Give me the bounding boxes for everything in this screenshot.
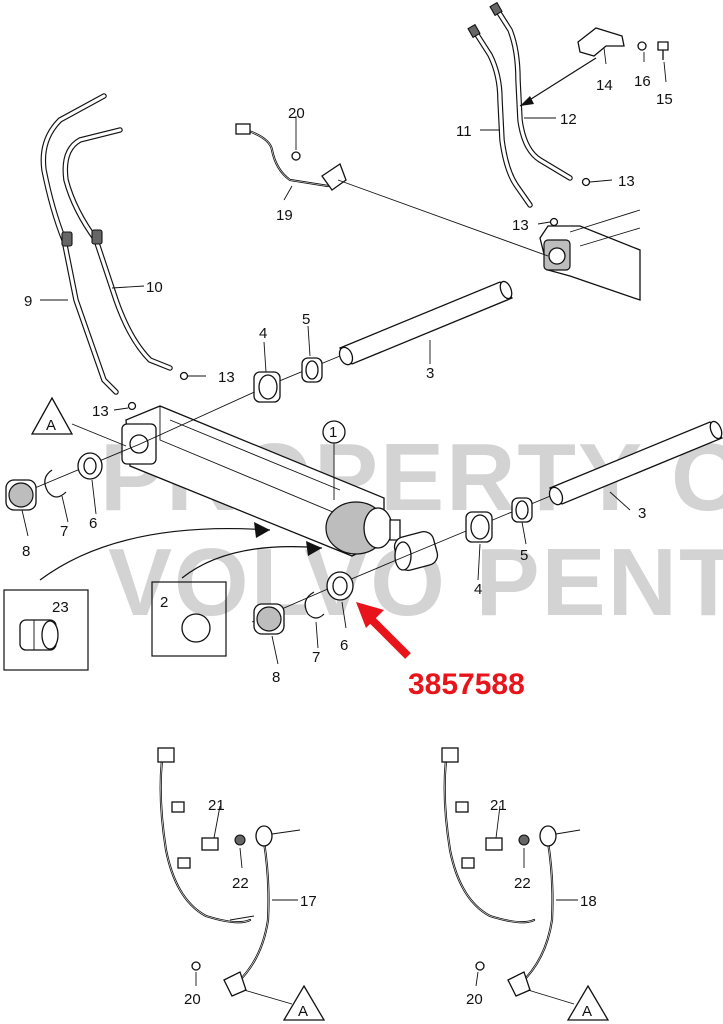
screw-20 [291, 151, 301, 161]
left-hose-assembly [40, 93, 189, 411]
screw-21 [485, 837, 503, 851]
callout-8: 8 [272, 669, 280, 686]
callout-22: 22 [514, 875, 531, 892]
callout-1: 1 [329, 424, 337, 441]
piston-rod [389, 519, 401, 541]
callout-21: 21 [208, 797, 225, 814]
o-ring [179, 371, 189, 381]
circlip-7 [44, 469, 67, 498]
callout-10: 10 [146, 279, 163, 296]
bracket-14 [577, 27, 625, 57]
callout-6: 6 [340, 637, 348, 654]
callout-19: 19 [276, 207, 293, 224]
hydraulic-cylinder [121, 405, 439, 571]
screw-15 [657, 41, 669, 60]
callout-14: 14 [596, 77, 613, 94]
callout-11: 11 [456, 123, 472, 140]
callout-23: 23 [52, 599, 69, 616]
callout-13: 13 [92, 403, 109, 420]
detail-box-23 [3, 589, 89, 671]
screw-21 [201, 837, 219, 851]
upper-hose-assembly [235, 1, 669, 301]
washer-16 [637, 41, 647, 51]
callout-17: 17 [300, 893, 317, 910]
detail-box-2 [151, 581, 227, 657]
o-ring [581, 177, 591, 187]
callout-2: 2 [160, 594, 168, 611]
callout-circle-1 [322, 420, 346, 444]
marker-a-label: A [46, 417, 56, 434]
o-ring [127, 401, 137, 411]
hose-10 [62, 127, 173, 371]
callout-3: 3 [426, 365, 434, 382]
bushings-upper [253, 357, 323, 403]
circlip-7 [304, 591, 325, 619]
callout-20: 20 [466, 991, 483, 1008]
callout-7: 7 [312, 649, 320, 666]
o-ring [549, 217, 559, 227]
washer-22 [518, 834, 530, 846]
callout-3: 3 [638, 505, 646, 522]
callout-labels: 1 2 3 3 4 4 5 5 6 6 7 7 8 8 9 10 11 12 1… [22, 73, 673, 1008]
cable-18-assembly [441, 747, 581, 1005]
marker-a-label: A [582, 1003, 592, 1020]
highlighted-part-number: 3857588 [408, 668, 525, 701]
callout-20: 20 [184, 991, 201, 1008]
screw-20 [191, 961, 201, 971]
pin-3-lower [548, 420, 723, 506]
callout-7: 7 [60, 523, 68, 540]
marker-a-label: A [298, 1003, 308, 1020]
screw-20 [475, 961, 485, 971]
callout-20: 20 [288, 105, 305, 122]
callout-13: 13 [218, 369, 235, 386]
callout-4: 4 [259, 325, 267, 342]
end-parts-lower [253, 571, 354, 635]
callout-6: 6 [89, 515, 97, 532]
callout-12: 12 [560, 111, 577, 128]
callout-18: 18 [580, 893, 597, 910]
reference-marker-a-3: A [566, 984, 610, 1021]
cable-17-assembly [157, 747, 301, 1005]
callout-4: 4 [474, 581, 482, 598]
pin-3-upper [338, 280, 514, 366]
callout-5: 5 [520, 547, 528, 564]
highlight-arrow [356, 602, 411, 659]
reference-marker-a-2: A [282, 984, 326, 1021]
leader-lines [21, 47, 667, 987]
callout-21: 21 [490, 797, 507, 814]
callout-13: 13 [618, 173, 635, 190]
reference-marker-a-1: A [30, 396, 127, 447]
callout-5: 5 [302, 311, 310, 328]
callout-16: 16 [634, 73, 651, 90]
callout-9: 9 [24, 293, 32, 310]
washer-22 [234, 834, 246, 846]
callout-8: 8 [22, 543, 30, 560]
callout-22: 22 [232, 875, 249, 892]
callout-15: 15 [656, 91, 673, 108]
callout-13: 13 [512, 217, 529, 234]
end-parts-left [5, 452, 103, 511]
bushings-lower [465, 497, 533, 543]
